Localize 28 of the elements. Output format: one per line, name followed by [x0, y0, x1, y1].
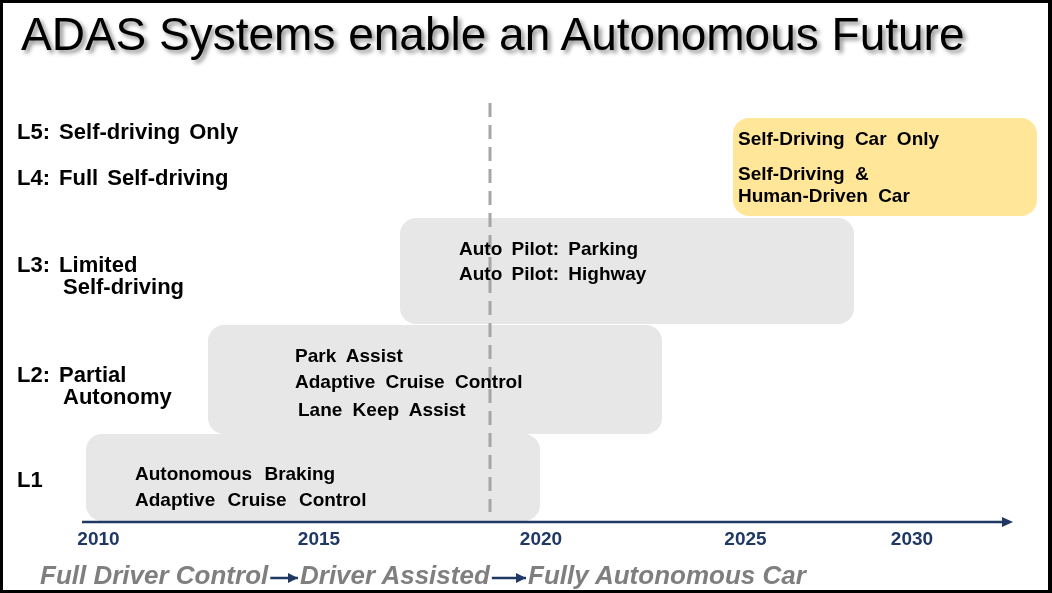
level-label: L1: [17, 469, 43, 491]
feature-band: [208, 325, 662, 434]
feature-text: Auto Pilot: Highway: [459, 263, 647, 285]
feature-text: Adaptive Cruise Control: [295, 371, 523, 393]
feature-text: Auto Pilot: Parking: [459, 238, 638, 260]
year-label: 2030: [890, 529, 934, 548]
level-label: L3: Limited Self-driving: [17, 254, 185, 298]
highlight-band: [733, 118, 1037, 216]
level-label: L4: Full Self-driving: [17, 167, 229, 189]
year-label: 2010: [77, 529, 120, 548]
feature-text: Autonomous Braking: [135, 463, 336, 485]
year-label: 2020: [519, 529, 563, 548]
level-label: L5: Self-driving Only: [17, 121, 239, 143]
arrow: [270, 573, 298, 583]
feature-band: [86, 434, 540, 521]
feature-text: Self-Driving & Human-Driven Car: [738, 163, 911, 207]
feature-text: Lane Keep Assist: [298, 399, 466, 421]
level-label: L2: Partial Autonomy: [17, 364, 173, 408]
stage-label: Driver Assisted: [300, 562, 490, 588]
feature-text: Adaptive Cruise Control: [135, 489, 367, 511]
feature-text: Self-Driving Car Only: [738, 128, 940, 150]
feature-text: Park Assist: [295, 345, 403, 367]
stage-label: Fully Autonomous Car: [528, 562, 806, 588]
year-label: 2025: [724, 529, 767, 548]
feature-band: [400, 218, 854, 324]
stage-label: Full Driver Control: [40, 562, 269, 588]
arrow: [491, 573, 526, 583]
year-label: 2015: [297, 529, 341, 548]
